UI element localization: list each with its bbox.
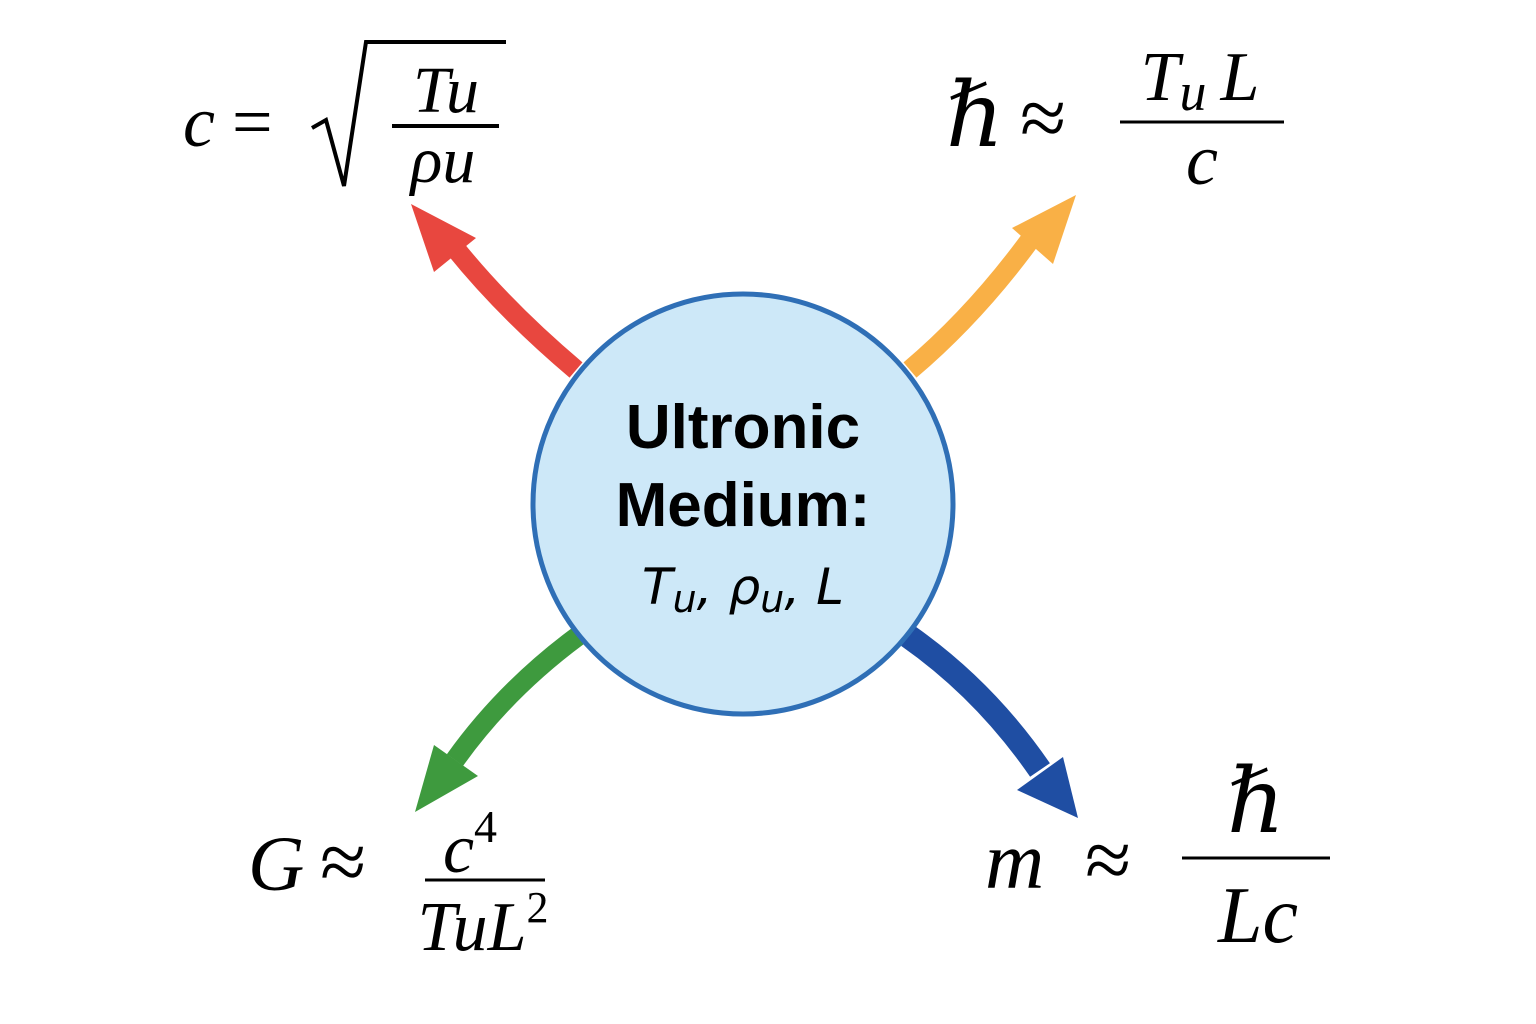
arrow-shaft-blue <box>901 626 1050 777</box>
formula-m-approx: ≈ <box>1085 814 1131 907</box>
formula-g-num-c: c <box>443 811 474 888</box>
formula-c-equals: = <box>232 82 273 162</box>
formula-hbar-lhs: ℏ <box>946 67 1004 166</box>
formula-c-den-sub: u <box>442 124 475 197</box>
var-length: L <box>816 558 844 616</box>
formula-hbar-num-sub: u <box>1180 62 1207 122</box>
arrows <box>411 195 1078 818</box>
formula-mass: m ≈ ℏ Lc <box>985 753 1330 960</box>
formula-g-approx: ≈ <box>320 816 366 909</box>
hub-circle <box>530 291 956 717</box>
formula-c-lhs: c <box>183 82 215 162</box>
formula-c-den-rho: ρ <box>409 124 443 197</box>
formula-m-numerator: ℏ <box>1227 753 1285 852</box>
hub-title-line2: Medium: <box>616 471 871 540</box>
formula-g-den-sup: 2 <box>527 883 549 932</box>
formula-c-denominator: ρu <box>409 124 476 197</box>
formula-g-den-sub: u <box>453 889 488 966</box>
formula-hbar-num-l: L <box>1220 39 1260 116</box>
arrow-shaft-red <box>447 241 583 378</box>
hub-variables: Tu, ρu, L <box>642 558 844 621</box>
formula-g-den-l: L <box>487 889 527 966</box>
formula-g-lhs: G <box>248 820 304 907</box>
formula-m-lhs: m <box>985 815 1044 906</box>
formula-g-num-sup: 4 <box>474 801 497 852</box>
sqrt-radical-sign <box>311 40 506 187</box>
arrow-to-mass <box>901 626 1078 818</box>
formula-g-denominator: TuL2 <box>417 883 548 966</box>
formula-m-denominator: Lc <box>1217 872 1298 960</box>
arrow-to-gravitational-constant <box>415 627 584 812</box>
formula-g-numerator: c4 <box>443 801 497 888</box>
arrow-shaft-green <box>446 627 584 766</box>
formula-hbar-denominator: c <box>1186 120 1218 200</box>
arrow-head-blue <box>1017 757 1078 818</box>
formula-hbar-num-t: T <box>1141 39 1185 116</box>
arrow-to-speed-of-light <box>411 204 583 378</box>
arrow-head-green <box>415 745 478 812</box>
formula-speed-of-light: c = Tu ρu <box>183 40 506 197</box>
var-sep-1: , <box>697 558 729 616</box>
var-tension: T <box>642 558 676 616</box>
var-sep-2: , <box>784 558 816 616</box>
var-tension-sub: u <box>673 577 697 621</box>
formula-c-num-sub: u <box>446 54 479 127</box>
var-density: ρ <box>728 558 760 616</box>
hub-title-line1: Ultronic <box>626 393 860 462</box>
formula-gravitational-constant: G ≈ c4 TuL2 <box>248 801 549 966</box>
arrow-head-orange <box>1012 195 1076 264</box>
var-density-sub: u <box>760 577 784 621</box>
arrow-shaft-orange <box>903 234 1039 378</box>
ultronic-medium-hub: Ultronic Medium: Tu, ρu, L <box>530 291 956 717</box>
arrow-head-red <box>411 204 476 272</box>
formula-hbar-approx: ≈ <box>1020 72 1066 165</box>
formula-c-numerator: Tu <box>413 54 479 127</box>
arrow-to-planck-constant <box>903 195 1076 378</box>
